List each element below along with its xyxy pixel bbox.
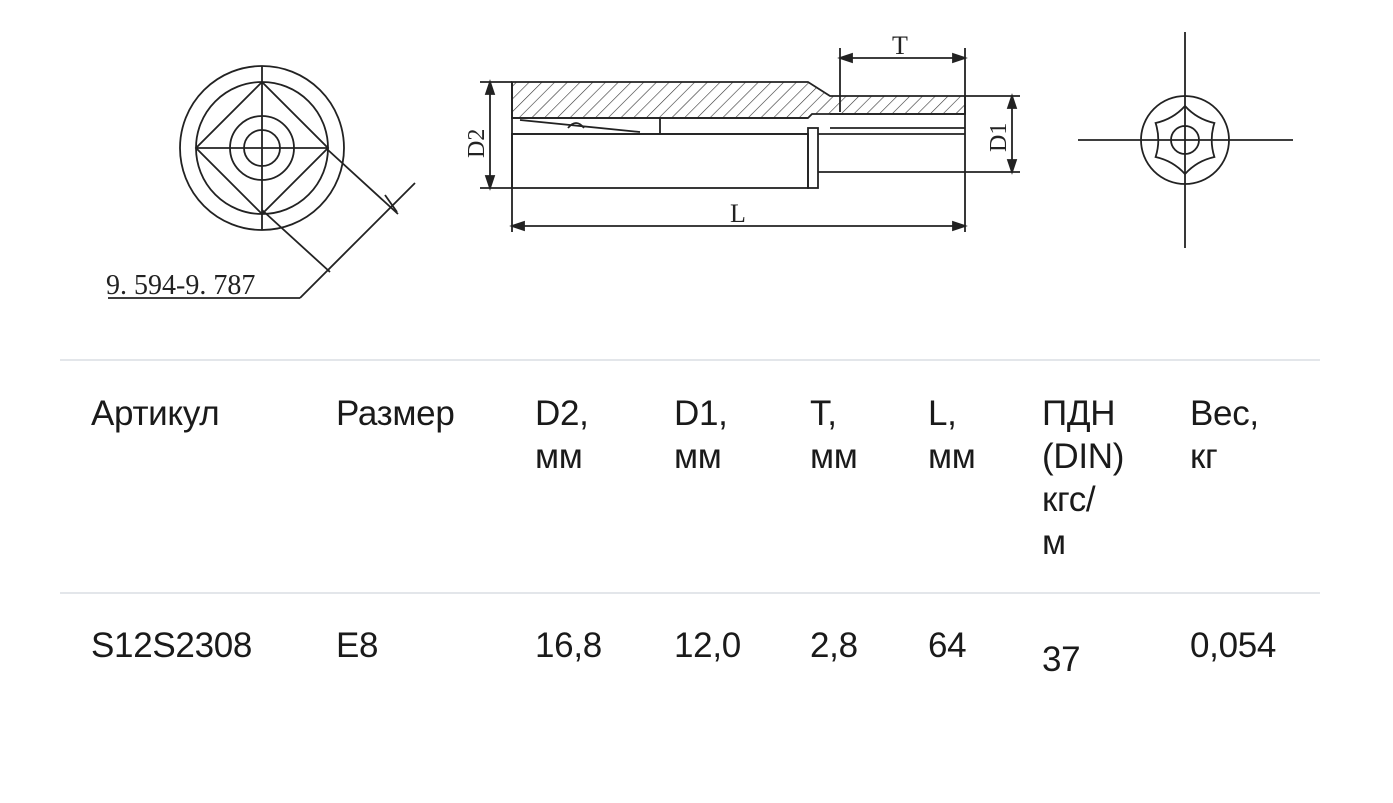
end-view-dimension-text: 9. 594-9. 787 — [106, 270, 255, 301]
header-size: Размер — [336, 394, 455, 433]
header-d1: D1, мм — [674, 394, 728, 476]
socket-side-view — [480, 48, 1020, 232]
table-top-divider — [60, 359, 1320, 361]
cell-t: 2,8 — [810, 626, 858, 665]
header-t: T, мм — [810, 394, 858, 476]
header-article: Артикул — [91, 394, 220, 433]
header-weight: Вес, кг — [1190, 394, 1259, 476]
cell-l: 64 — [928, 626, 967, 665]
dimension-label-t: T — [892, 31, 908, 60]
header-l: L, мм — [928, 394, 976, 476]
cell-article: S12S2308 — [91, 626, 253, 665]
dimension-label-l: L — [730, 199, 746, 228]
dimension-label-d1: D1 — [986, 123, 1012, 152]
header-d2: D2, мм — [535, 394, 589, 476]
table-header-divider — [60, 592, 1320, 594]
technical-drawing: 9. 594-9. 787 — [106, 31, 1293, 301]
cell-d2: 16,8 — [535, 626, 602, 665]
dimension-label-d2: D2 — [464, 129, 490, 158]
header-torque: ПДН (DIN) кгс/ м — [1042, 394, 1125, 562]
cell-size: E8 — [336, 626, 379, 665]
square-drive-end-view — [108, 65, 416, 299]
cell-torque: 37 — [1042, 640, 1081, 679]
cell-weight: 0,054 — [1190, 626, 1277, 665]
cell-d1: 12,0 — [674, 626, 741, 665]
torx-end-view — [1078, 32, 1293, 248]
